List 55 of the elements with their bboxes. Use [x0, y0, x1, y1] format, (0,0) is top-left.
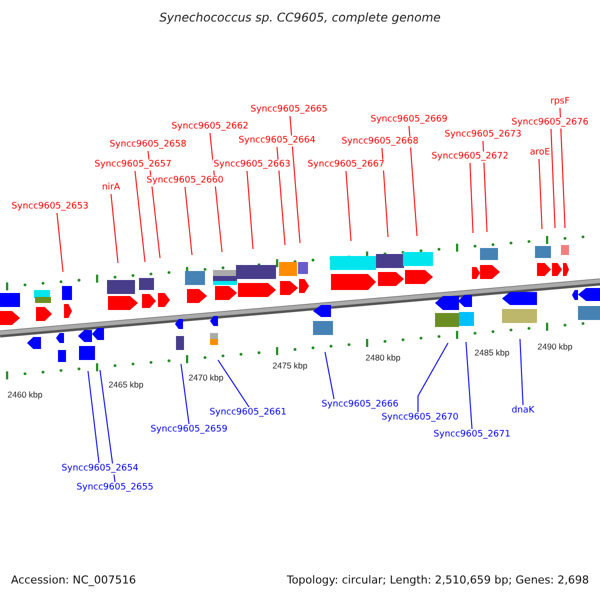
scale-label: 2465 kbp	[108, 380, 144, 390]
gene-label: Syncc9605_2671	[432, 430, 512, 440]
leader-line	[470, 162, 474, 234]
gene-label: Syncc9605_2666	[320, 400, 400, 410]
leader-line	[538, 158, 542, 230]
gene-label: Syncc9605_2667	[306, 160, 386, 170]
leader-line	[218, 360, 250, 408]
scale-label: 2475 kbp	[272, 360, 308, 372]
leader-line	[520, 338, 524, 406]
gene-label: Syncc9605_2669	[370, 114, 448, 126]
leader-line	[346, 170, 352, 242]
scale-label: 2470 kbp	[188, 372, 224, 384]
leader-line	[88, 370, 100, 464]
gene-label: Syncc9605_2653	[10, 202, 90, 212]
scale-label: 2485 kbp	[474, 348, 510, 358]
leader-line	[482, 140, 488, 232]
leader-line	[466, 342, 472, 430]
accession-text: Accession: NC_007516	[10, 574, 138, 586]
gene-label: rpsF	[549, 96, 571, 108]
gene-label: Syncc9605_2663	[212, 160, 292, 170]
leader-line	[290, 116, 300, 244]
leader-line	[100, 370, 116, 482]
leader-line	[56, 212, 64, 272]
scale-label: 2480 kbp	[364, 352, 402, 364]
leader-line	[382, 148, 388, 238]
gene-label: Syncc9605_2670	[380, 412, 460, 424]
leader-line	[550, 128, 556, 228]
gene-label: Syncc9605_2673	[444, 130, 522, 140]
gene-label: Syncc9605_2672	[430, 152, 510, 162]
gene-label: Syncc9605_2660	[146, 176, 224, 186]
leader-line	[324, 352, 334, 400]
genome-info-text: Topology: circular; Length: 2,510,659 bp; Genes: 2,698	[286, 574, 590, 586]
gene-label: Syncc9605_2668	[340, 136, 420, 148]
gene-label: Syncc9605_2664	[238, 136, 316, 146]
gene-label: Syncc9605_2662	[170, 122, 250, 132]
scale-label: 2460 kbp	[6, 390, 44, 400]
scale-label: 2490 kbp	[536, 342, 574, 352]
leader-line	[110, 194, 118, 264]
gene-label: Syncc9605_2654	[60, 464, 140, 474]
leader-line	[560, 108, 566, 228]
leader-line	[418, 342, 448, 412]
gene-label: Syncc9605_2655	[76, 482, 154, 494]
leader-line	[408, 126, 418, 236]
leader-line	[246, 170, 254, 250]
leader-line	[180, 364, 190, 424]
gene-label: Syncc9605_2676	[510, 118, 590, 128]
gene-label: Syncc9605_2657	[94, 160, 172, 170]
title: Synechococcus sp. CC9605, complete genome	[158, 12, 442, 24]
leader-line	[276, 146, 286, 246]
gene-label: Syncc9605_2661	[208, 408, 288, 418]
leader-line	[134, 170, 146, 262]
gene-label: Syncc9605_2665	[250, 104, 328, 116]
gene-label: Syncc9605_2658	[108, 140, 188, 150]
gene-label: Syncc9605_2659	[150, 424, 228, 436]
leader-line	[184, 186, 192, 256]
